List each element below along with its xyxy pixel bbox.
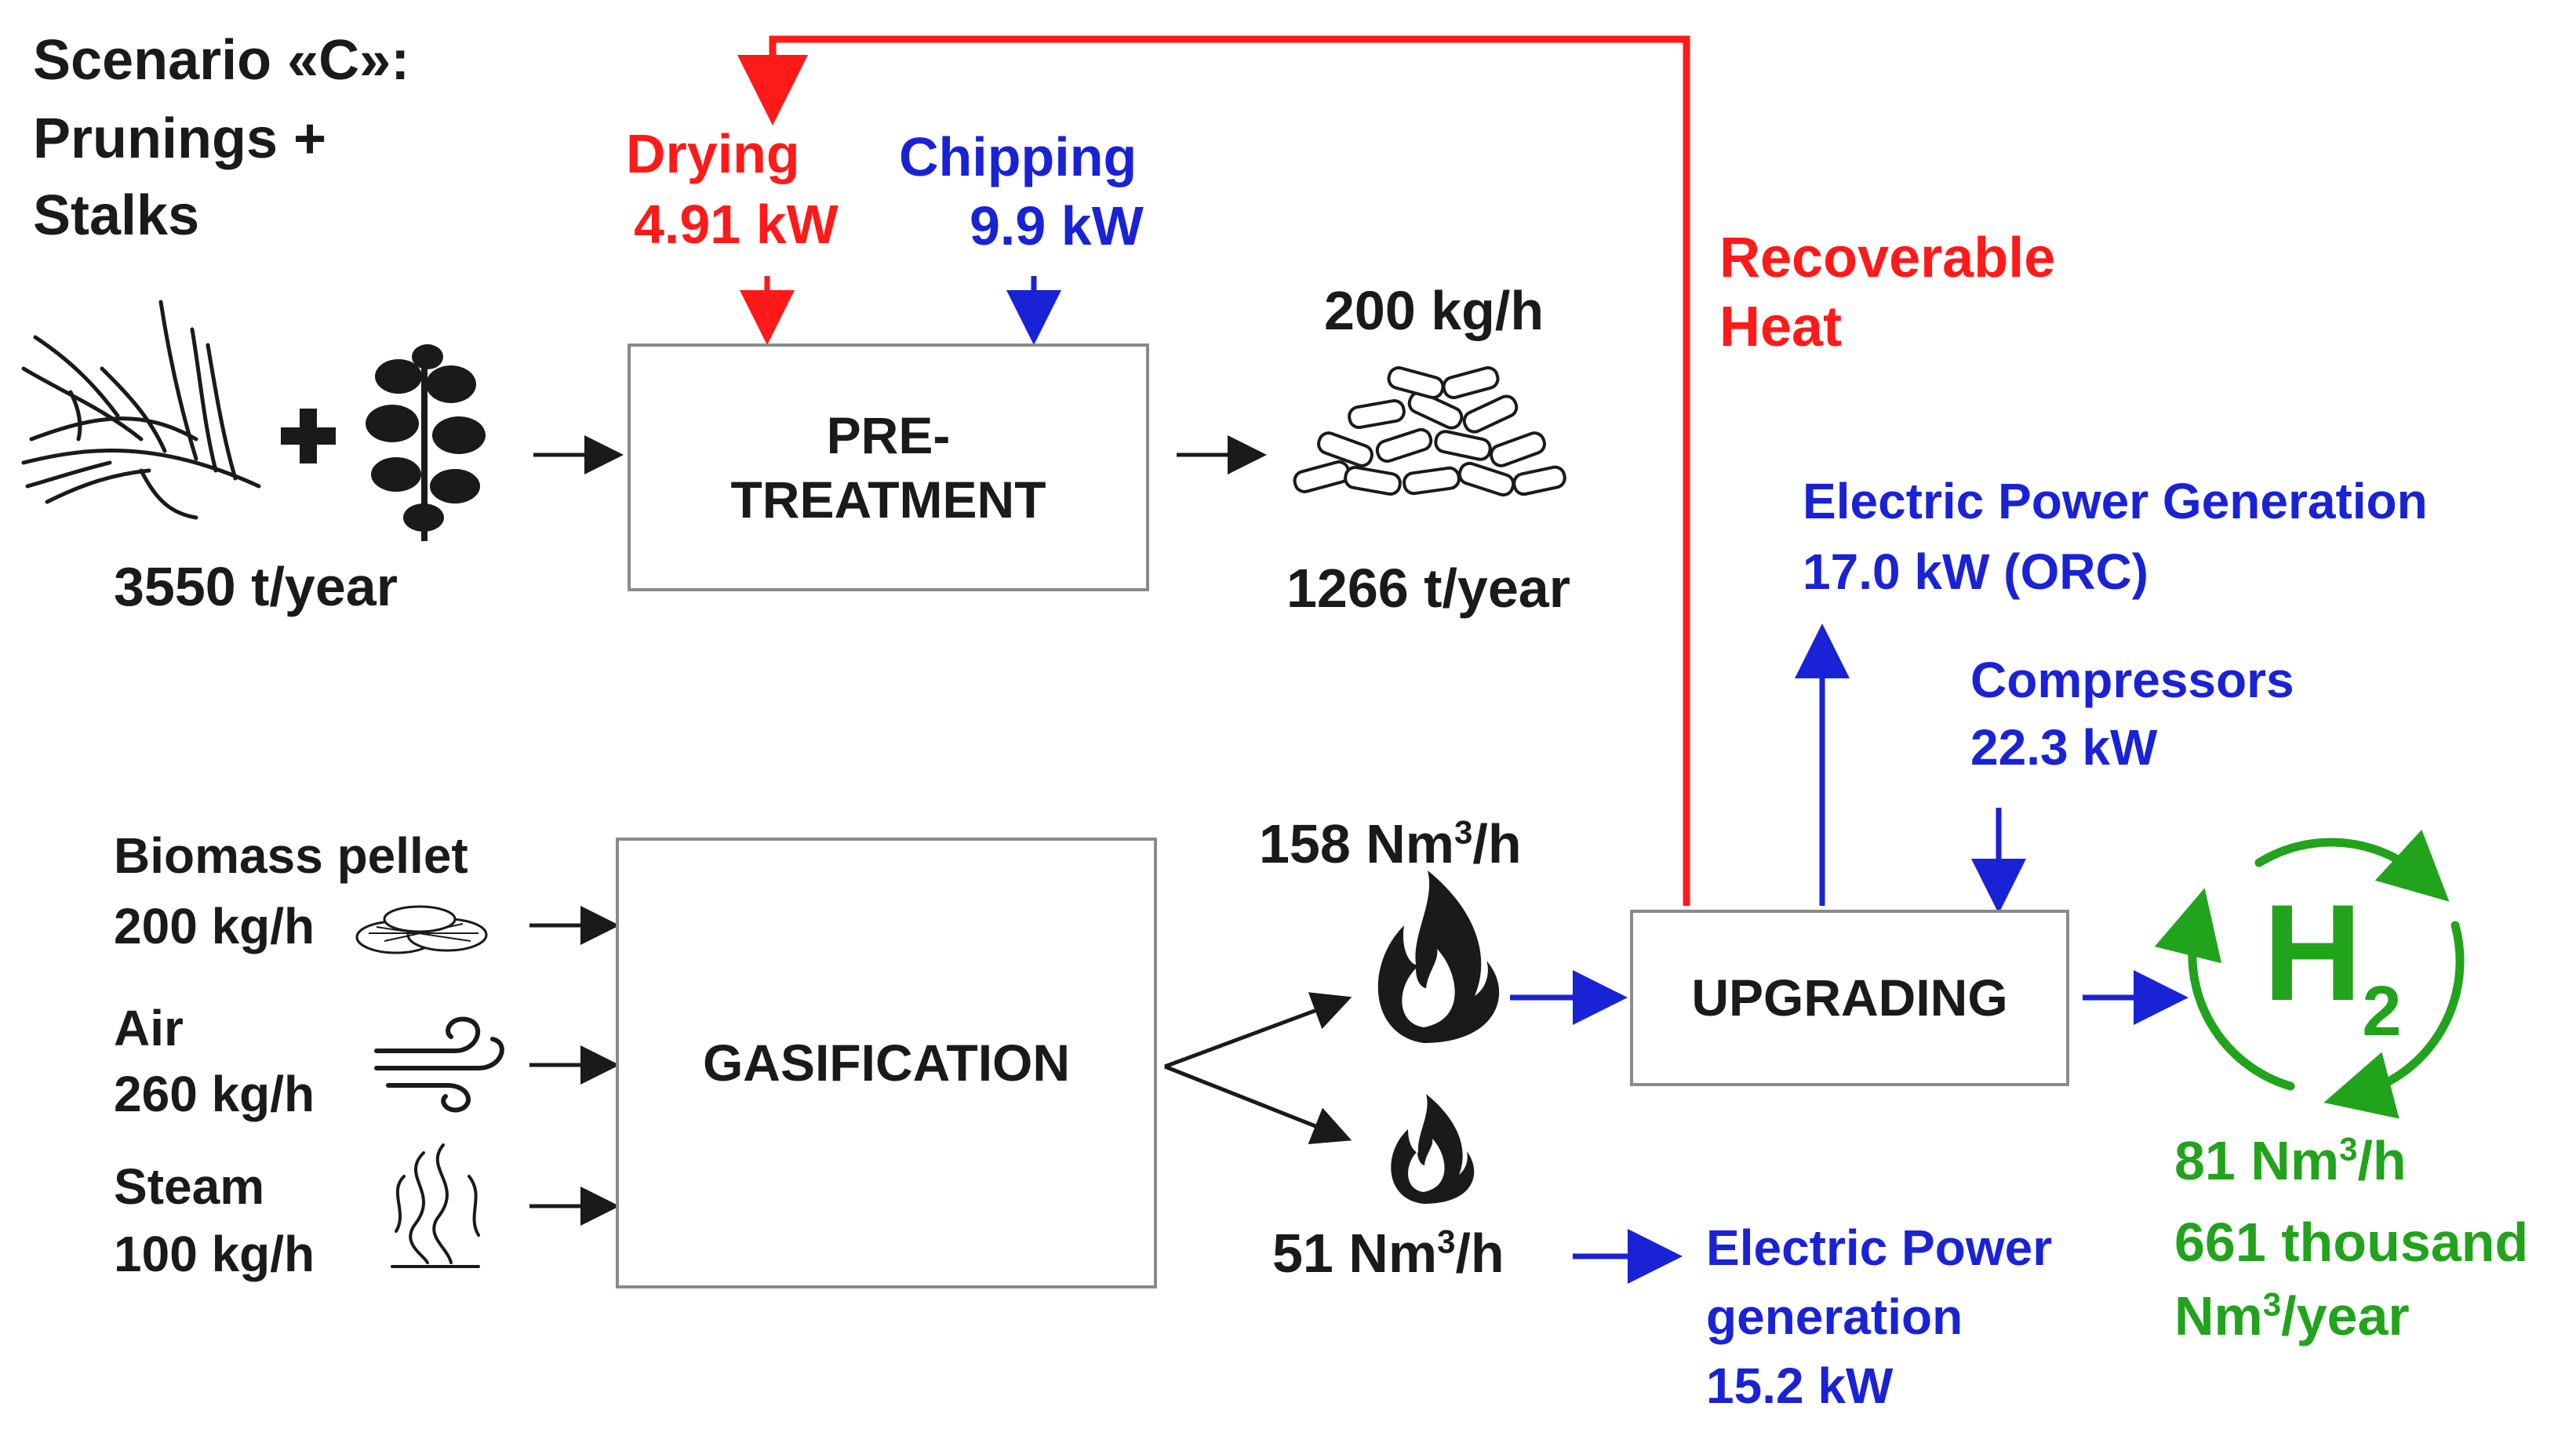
hydrogen-annual-line2: Nm3/year (2174, 1286, 2410, 1347)
prunings-icon (21, 300, 261, 520)
chipping-label: Chipping (899, 126, 1137, 187)
pellets-pile-icon (1293, 366, 1566, 497)
electric-gen-line2: generation (1706, 1288, 1963, 1345)
hydrogen-letter: H (2263, 877, 2363, 1030)
orc-value: 17.0 kW (ORC) (1803, 543, 2148, 600)
small-flame-icon (1391, 1094, 1475, 1204)
upgrading-box: UPGRADING (1630, 910, 2069, 1086)
hydrogen-rate-sup: 3 (2339, 1130, 2358, 1168)
syngas-lower-sup: 3 (1437, 1223, 1456, 1260)
recoverable-heat-line1: Recoverable (1719, 227, 2056, 289)
syngas-lower-flow: 51 Nm3/h (1272, 1223, 1504, 1284)
hydrogen-symbol: H2 (2263, 885, 2401, 1047)
input-pellet-name: Biomass pellet (114, 827, 468, 884)
hydrogen-rate-value: 81 Nm (2174, 1130, 2340, 1191)
hydrogen-annual-line1: 661 thousand (2174, 1212, 2529, 1273)
input-air-rate: 260 kg/h (114, 1066, 315, 1122)
drying-value: 4.91 kW (634, 194, 839, 255)
compressors-label: Compressors (1970, 652, 2294, 708)
electric-gen-line1: Electric Power (1706, 1219, 2053, 1276)
small-pellets-icon (355, 905, 488, 954)
wind-icon (374, 1016, 504, 1113)
hydrogen-annual-sup: 3 (2262, 1285, 2282, 1323)
hydrogen-annual-unit: /year (2281, 1285, 2410, 1347)
orc-label: Electric Power Generation (1803, 473, 2428, 529)
input-steam-name: Steam (114, 1158, 265, 1215)
pretreatment-label-line1: PRE- (826, 405, 951, 464)
drying-label: Drying (626, 123, 800, 184)
input-steam-rate: 100 kg/h (114, 1226, 315, 1282)
stalks-icon (366, 344, 486, 541)
hydrogen-subscript: 2 (2362, 972, 2402, 1051)
pretreatment-box: PRE- TREATMENT (628, 343, 1149, 591)
scenario-title-line2: Prunings + (33, 107, 327, 170)
large-flame-icon (1377, 870, 1500, 1043)
pellets-rate: 200 kg/h (1324, 280, 1545, 341)
syngas-upper-flow: 158 Nm3/h (1259, 814, 1522, 874)
input-air-name: Air (114, 1000, 184, 1056)
syngas-lower-unit: /h (1455, 1223, 1504, 1284)
gasification-box: GASIFICATION (616, 838, 1157, 1288)
hydrogen-rate-unit: /h (2357, 1130, 2407, 1191)
syngas-lower-value: 51 Nm (1272, 1223, 1438, 1284)
chipping-value: 9.9 kW (970, 195, 1144, 256)
pellets-annual: 1266 t/year (1286, 558, 1570, 619)
recoverable-heat-line2: Heat (1719, 296, 1843, 358)
syngas-upper-sup: 3 (1454, 813, 1473, 851)
steam-icon (391, 1143, 480, 1268)
pretreatment-label-line2: TREATMENT (730, 471, 1046, 529)
hydrogen-annual-value: Nm (2174, 1285, 2263, 1347)
upgrading-label: UPGRADING (1691, 969, 2008, 1027)
recoverable-heat-line (737, 35, 1690, 906)
syngas-upper-value: 158 Nm (1259, 813, 1455, 874)
input-pellet-rate: 200 kg/h (114, 898, 315, 954)
compressors-value: 22.3 kW (1970, 719, 2158, 776)
gasification-to-lower-gas-arrow (1164, 1064, 1352, 1145)
gasification-to-upper-gas-arrow (1164, 992, 1352, 1069)
feedstock-amount: 3550 t/year (114, 556, 398, 617)
syngas-upper-unit: /h (1472, 813, 1522, 874)
scenario-title-line3: Stalks (33, 184, 200, 247)
scenario-title-line1: Scenario «C»: (33, 29, 410, 92)
plus-icon (281, 409, 336, 463)
hydrogen-cycle-icon (2154, 829, 2465, 1119)
electric-gen-line3: 15.2 kW (1706, 1357, 1894, 1414)
hydrogen-rate: 81 Nm3/h (2174, 1131, 2407, 1191)
gasification-label: GASIFICATION (702, 1034, 1071, 1092)
